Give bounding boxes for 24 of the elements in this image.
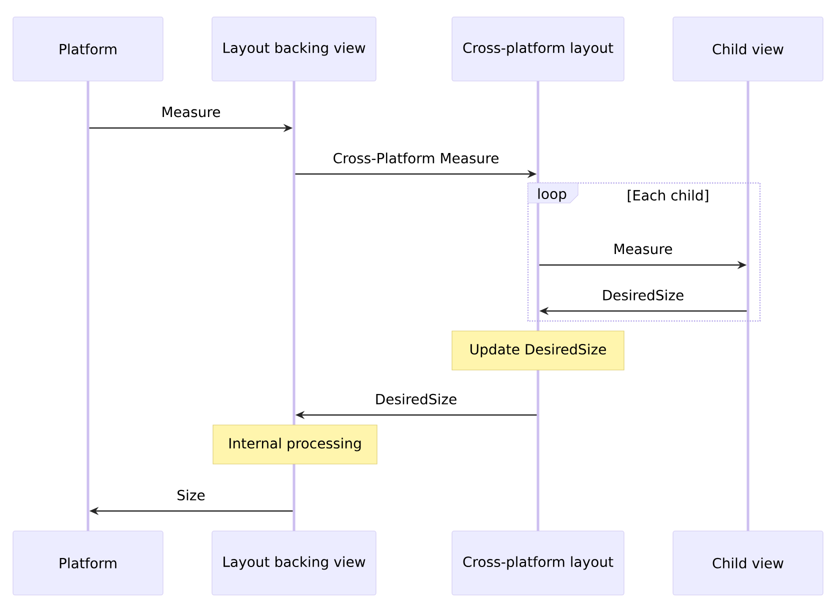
loop-condition: [Each child] — [628, 190, 708, 202]
message-label: Measure — [160, 105, 222, 119]
message-label: Size — [175, 488, 207, 502]
participant-box: Platform — [12, 16, 164, 82]
loop-tag: loop — [528, 182, 578, 204]
participant-box: Child view — [672, 16, 824, 82]
lifeline — [292, 464, 296, 532]
message-label: Measure — [612, 242, 674, 256]
message-label: DesiredSize — [600, 288, 686, 302]
lifeline — [536, 80, 540, 332]
message-label: Cross-Platform Measure — [331, 151, 501, 165]
participant-box: Layout backing view — [212, 530, 376, 596]
lifeline — [292, 80, 296, 426]
lifeline — [86, 80, 90, 532]
participant-box: Cross-platform layout — [452, 530, 624, 596]
message-label: DesiredSize — [374, 392, 458, 406]
participant-box: Platform — [12, 530, 164, 596]
participant-box: Layout backing view — [212, 16, 376, 82]
lifeline — [746, 80, 750, 532]
participant-box: Cross-platform layout — [452, 16, 624, 82]
note-box: Update DesiredSize — [452, 330, 624, 370]
lifeline — [536, 370, 540, 532]
participant-box: Child view — [672, 530, 824, 596]
note-box: Internal processing — [212, 424, 378, 464]
